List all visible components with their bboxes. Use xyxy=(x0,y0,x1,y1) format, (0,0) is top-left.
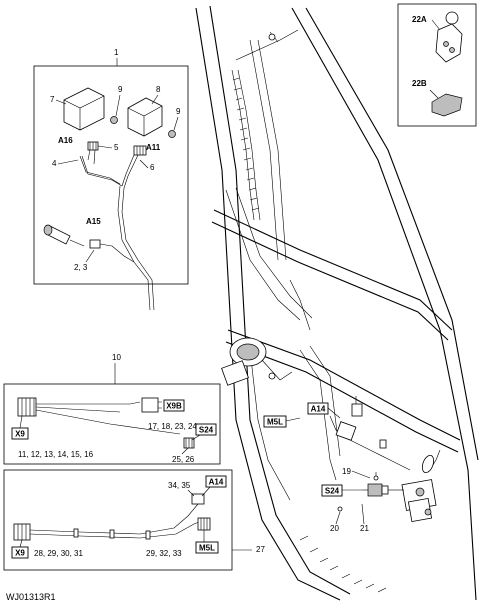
control-module-7 xyxy=(63,87,105,131)
callout-27: 27 xyxy=(256,545,265,554)
door-lock-assembly xyxy=(401,449,441,523)
callout-25-26: 25, 26 xyxy=(172,455,195,464)
seal-strip-hatching xyxy=(232,77,260,211)
tag-m5l-panel: M5L xyxy=(199,544,215,553)
nut-icon xyxy=(110,116,118,124)
connector-x9-bottom xyxy=(13,523,31,541)
harness-clips xyxy=(73,528,151,540)
key-fob-cover-icon xyxy=(431,93,463,117)
tag-a16: A16 xyxy=(58,136,73,145)
callout-21: 21 xyxy=(360,524,369,533)
connector-a15 xyxy=(89,239,135,263)
window-motor xyxy=(221,337,293,386)
callout-19: 19 xyxy=(342,467,351,476)
connector-x9b xyxy=(141,397,162,413)
tag-x9b: X9B xyxy=(166,402,182,411)
callout-9a: 9 xyxy=(118,85,123,94)
tag-s24-panel: S24 xyxy=(199,426,214,435)
callout-8: 8 xyxy=(156,85,161,94)
key-fob-icon xyxy=(435,11,463,63)
callout-34-35: 34, 35 xyxy=(168,481,191,490)
tag-s24-main-label: S24 xyxy=(325,487,340,496)
callout-20: 20 xyxy=(330,524,339,533)
nut-icon xyxy=(168,130,176,138)
screw-icon xyxy=(268,33,276,41)
harness-wires xyxy=(79,149,155,311)
tag-m5l-main-label: M5L xyxy=(267,418,283,427)
harness-27-panel xyxy=(3,469,233,571)
control-module-8 xyxy=(127,97,163,137)
callout-28-31: 28, 29, 30, 31 xyxy=(34,549,83,558)
callout-1: 1 xyxy=(114,48,119,57)
callout-6: 6 xyxy=(150,163,155,172)
door-frame xyxy=(195,5,479,601)
connector-a11 xyxy=(133,145,147,156)
callout-10: 10 xyxy=(112,353,121,362)
connector-m5l-panel xyxy=(197,517,211,531)
tag-a14-main: A14 xyxy=(307,402,329,415)
callout-11-16: 11, 12, 13, 14, 15, 16 xyxy=(18,450,94,459)
tag-a14-panel: A14 xyxy=(209,478,224,487)
tag-s24-main: S24 xyxy=(321,484,343,497)
a14-actuator xyxy=(329,396,411,471)
callout-22b: 22B xyxy=(412,79,427,88)
module-kit-panel xyxy=(33,65,189,285)
tag-a15: A15 xyxy=(86,217,101,226)
image-reference: WJ01313R1 xyxy=(6,592,56,602)
callout-22a: 22A xyxy=(412,15,427,24)
callout-29-32-33: 29, 32, 33 xyxy=(146,549,182,558)
callout-17-18-23-24: 17, 18, 23, 24 xyxy=(148,422,197,431)
tag-a11: A11 xyxy=(146,143,161,152)
connector-a14-panel xyxy=(191,493,205,505)
tag-a14-main-label: A14 xyxy=(311,405,326,414)
connector-a16 xyxy=(87,141,99,151)
sensor-a15 xyxy=(43,224,85,247)
callout-9b: 9 xyxy=(176,107,181,116)
callout-2-3: 2, 3 xyxy=(74,263,88,272)
callout-5: 5 xyxy=(114,143,119,152)
callout-7: 7 xyxy=(50,95,55,104)
connector-x9-top xyxy=(17,397,37,417)
callout-4: 4 xyxy=(52,159,57,168)
lock-switch xyxy=(362,472,404,497)
tag-m5l-main: M5L xyxy=(263,415,287,428)
tag-x9-bottom: X9 xyxy=(15,549,25,558)
tag-x9-top: X9 xyxy=(15,430,25,439)
